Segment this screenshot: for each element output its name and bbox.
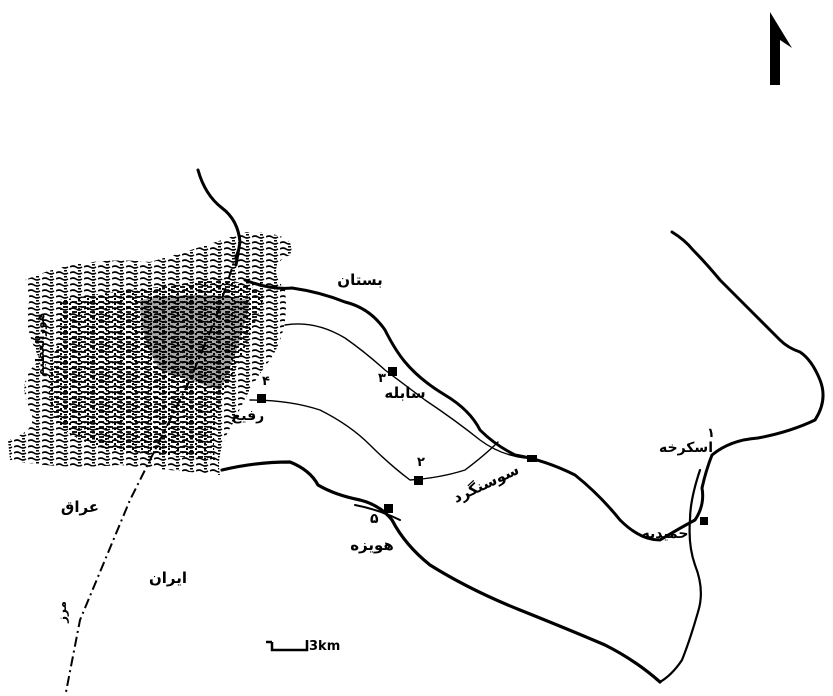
label-rafi: رفیع	[232, 408, 265, 424]
site-number-1: ۱	[707, 426, 715, 441]
border-line	[65, 249, 239, 693]
label-bostan: بستان	[337, 271, 382, 289]
scale-bar: 3km	[266, 639, 340, 654]
label-marsh-vertical: هورالعظیم	[33, 313, 48, 377]
site-number-3: ۳	[378, 371, 386, 386]
label-susangerd: سوسنگرد	[450, 460, 522, 506]
scale-bar-label: 3km	[309, 639, 340, 654]
marsh-area	[8, 232, 292, 475]
site-number-4: ۴	[262, 374, 270, 389]
site-marker-hoveyzeh	[384, 504, 393, 513]
site-marker-saaleh	[388, 367, 397, 376]
site-number-2: ۲	[417, 455, 425, 470]
site-marker-susangerd	[414, 476, 423, 485]
site-marker-hamidiyeh	[700, 517, 708, 525]
site-marker-upper	[527, 455, 537, 462]
label-border-vertical: مرز	[55, 601, 69, 624]
label-iraq: عراق	[61, 498, 99, 516]
site-marker-rafi	[257, 394, 266, 403]
label-hoveyzeh: هویزه	[350, 536, 394, 554]
site-number-5: ۵	[370, 511, 379, 527]
label-hamidiyeh: حمیدیه	[641, 526, 688, 542]
label-ahvaz-area: اسکرخه	[659, 440, 713, 456]
label-iran: ایران	[149, 569, 187, 587]
label-saaleh: سابله	[384, 384, 425, 402]
site-numbers: ۱ ۲ ۳ ۴ ۵	[262, 371, 715, 527]
north-arrow-icon	[770, 12, 792, 85]
site-markers	[257, 367, 708, 525]
rivers	[196, 168, 825, 684]
